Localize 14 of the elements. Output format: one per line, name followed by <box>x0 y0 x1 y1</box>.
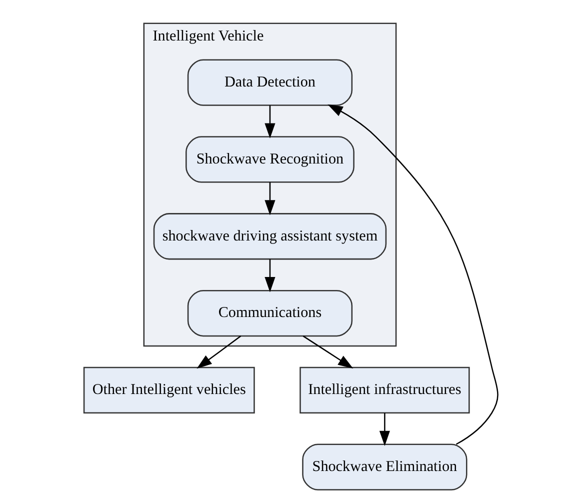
node-box: Data Detection <box>187 59 353 106</box>
node-box: Shockwave Elimination <box>302 444 468 490</box>
arrow <box>328 104 498 445</box>
arrow <box>196 336 242 369</box>
arrow <box>302 336 354 368</box>
arrow <box>379 412 390 446</box>
node-box: Intelligent infrastructures <box>300 366 470 414</box>
node-box: Shockwave Recognition <box>186 136 354 183</box>
arrow <box>264 105 276 138</box>
node-box: Other Intelligent vehicles <box>83 366 255 414</box>
node-box: shockwave driving assistant system <box>153 213 387 260</box>
arrow <box>264 259 276 292</box>
arrow <box>264 182 276 216</box>
node-box: Communications <box>187 290 353 337</box>
